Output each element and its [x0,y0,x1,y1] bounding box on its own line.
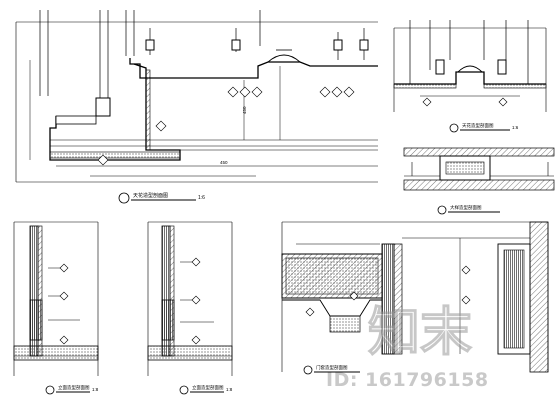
main-section-scale: 1:6 [198,195,205,201]
top-right-ceiling-section [393,20,547,112]
top-right-section-scale: 1:6 [512,125,519,130]
watermark-logo: 知末 [367,302,472,363]
mid-right-title-block: 大样造型剖面图 [437,204,500,215]
top-right-title-block: 天花造型剖面图 1:6 [449,122,519,133]
watermark-id: ID: 161796158 [326,369,489,391]
watermark-logo-text: 知末 [368,303,472,363]
main-section-title: 天花造型剖面图 [133,192,168,199]
bottom-left-wall-section-1 [13,221,99,376]
bottom-left-2-title: 立面造型剖面图 [192,384,224,391]
bottom-left-1-title-block: 立面造型剖面图 1:8 [45,384,99,395]
bottom-right-door-section [281,221,549,373]
main-section-labels: 450 450 [220,106,247,165]
mid-right-section-title: 大样造型剖面图 [450,204,482,211]
bottom-right-title-block: 门套造型剖面图 [303,364,360,375]
bottom-left-wall-section-2 [147,221,233,376]
main-section-title-block: 天花造型剖面图 1:6 [118,192,205,204]
top-dimension-label: 450 [242,106,247,114]
top-right-section-title: 天花造型剖面图 [462,122,494,129]
main-ceiling-section [15,10,378,183]
bottom-left-2-scale: 1:8 [226,387,233,392]
bottom-right-title: 门套造型剖面图 [316,364,348,371]
bottom-left-1-title: 立面造型剖面图 [58,384,90,391]
bottom-left-2-title-block: 立面造型剖面图 1:8 [179,384,233,395]
bottom-left-1-scale: 1:8 [92,387,99,392]
bottom-dimension-label: 450 [220,160,228,165]
mid-right-detail-section [403,147,555,191]
